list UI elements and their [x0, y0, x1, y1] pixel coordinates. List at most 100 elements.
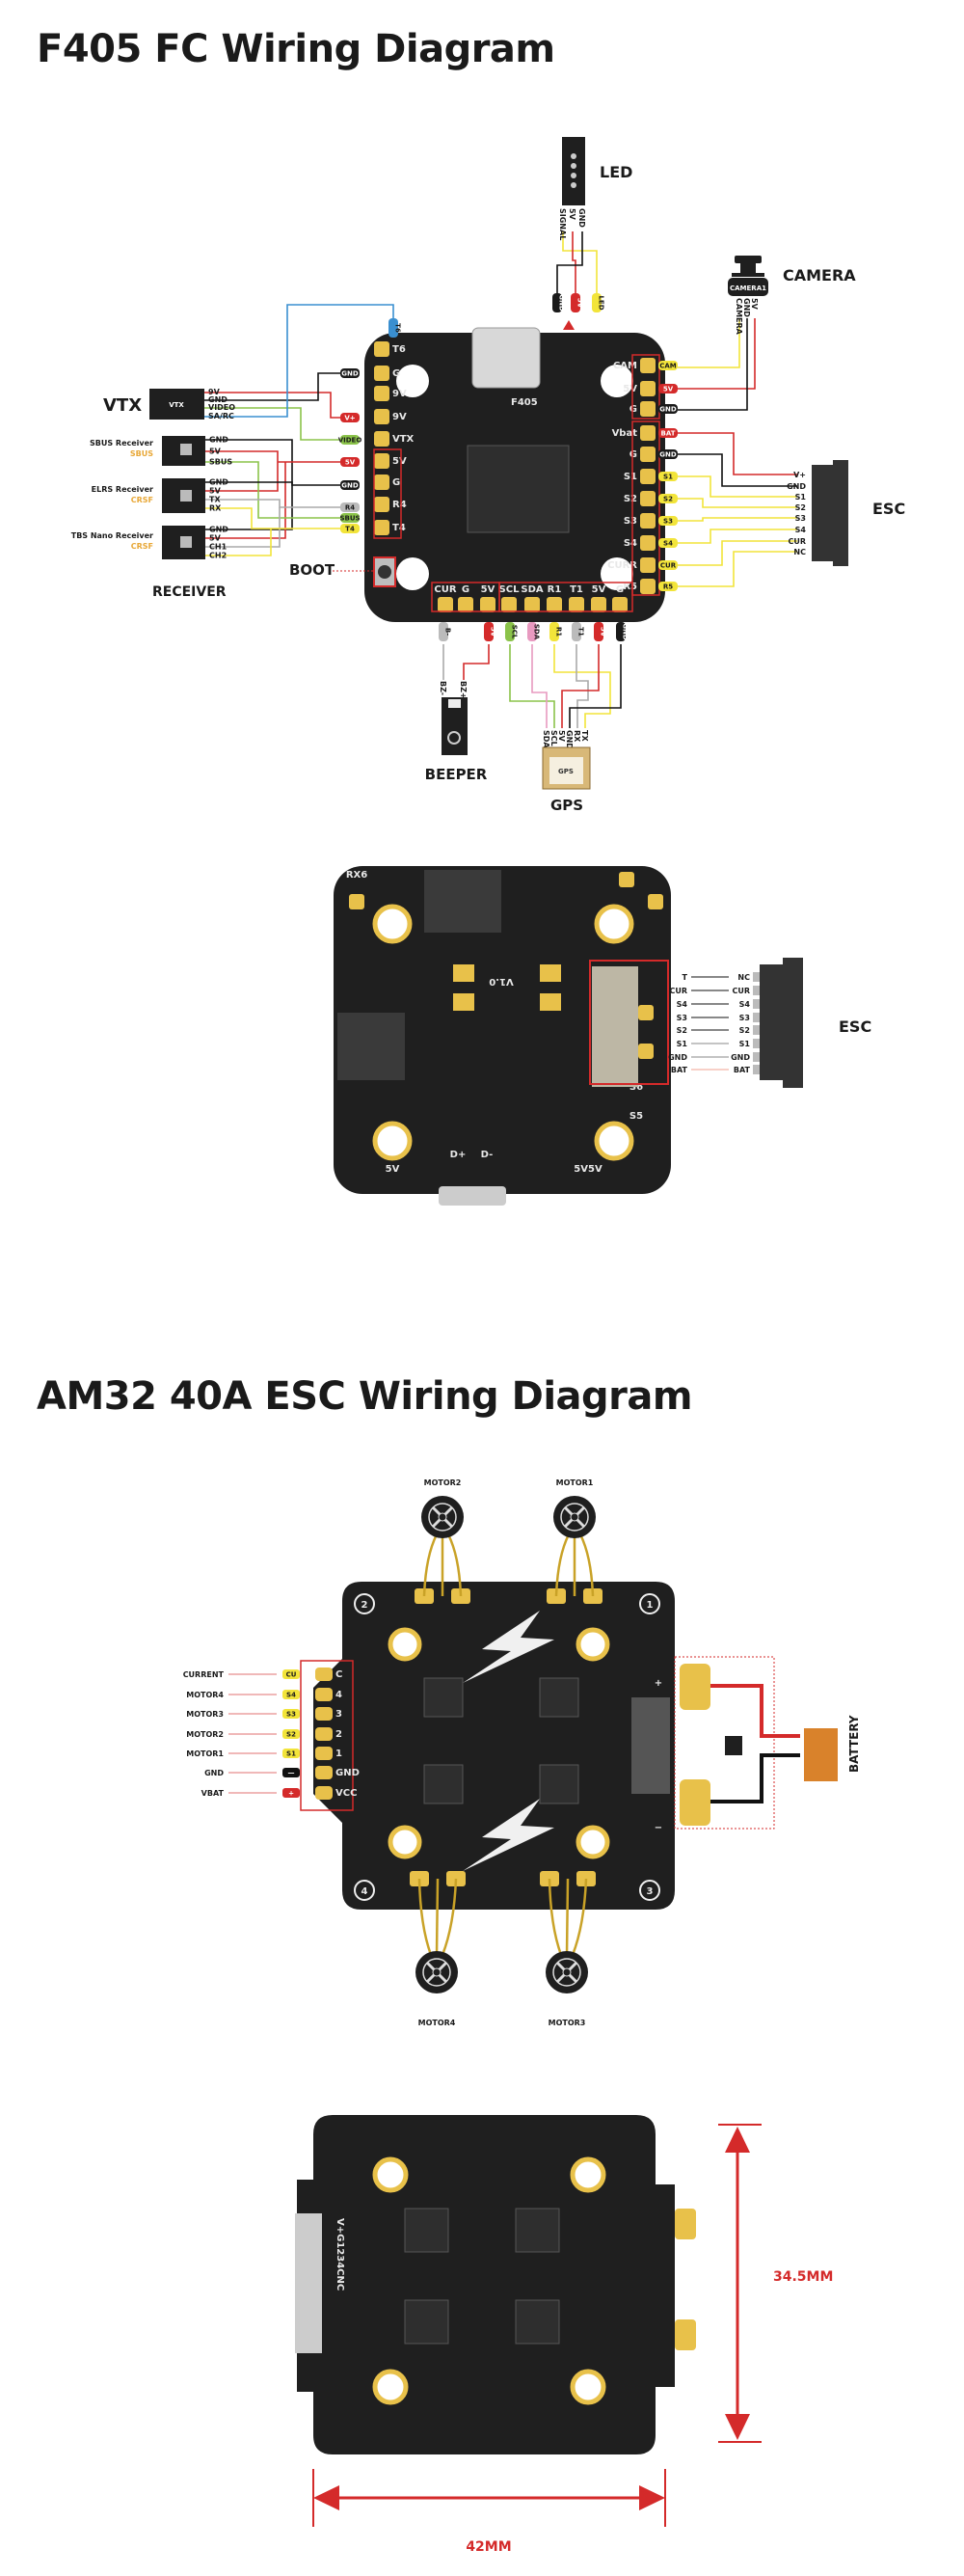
solder-pad: [648, 894, 663, 909]
esc-title: AM32 40A ESC Wiring Diagram: [37, 1374, 693, 1419]
fc-title: F405 FC Wiring Diagram: [37, 27, 555, 71]
receiver-pin-label: 5V: [209, 447, 222, 456]
camera-label: CAMERA: [783, 266, 856, 285]
solder-pad: [438, 597, 453, 612]
esc-pin-label: S4: [795, 526, 807, 534]
boot-button-cap: [378, 565, 391, 579]
gps-pin-label: RX: [573, 730, 581, 743]
mcu-chip: [467, 445, 570, 533]
wire-tag: [505, 622, 515, 641]
signal-pad: [315, 1766, 333, 1779]
receiver-label: RECEIVER: [152, 584, 227, 600]
fc-board-label: F405: [511, 397, 538, 408]
signal-tag-label: +: [288, 1790, 294, 1798]
wire-tag-label: CUR: [660, 562, 677, 570]
signal-pad: [315, 1707, 333, 1721]
motor-wire: [565, 1878, 570, 1956]
motor-label: MOTOR1: [556, 1478, 594, 1487]
beeper-label: BEEPER: [425, 766, 488, 783]
corner-number: 4: [362, 1886, 368, 1897]
wire-tag: [340, 368, 360, 378]
wire-tag-label: S1: [663, 474, 673, 481]
wire-tag: [592, 293, 602, 312]
pad-label: S4: [624, 538, 637, 549]
esc-bottom-label: ESC: [839, 1017, 871, 1036]
vtx-module: [149, 389, 204, 420]
wire-tag-label: B-: [444, 628, 452, 636]
wire-tag-label: CAM: [659, 363, 677, 370]
solder-pad: [640, 425, 656, 441]
receiver-protocol: CRSF: [131, 542, 153, 551]
wire-tag: [594, 622, 603, 641]
wire-tag-label: 5V: [576, 298, 584, 309]
receiver-pin-label: 5V: [209, 534, 222, 543]
esc-pin-label-left: S1: [677, 1040, 688, 1048]
receiver-pin-label: TX: [209, 496, 221, 504]
wire-tag: [527, 622, 537, 641]
receiver-protocol: CRSF: [131, 496, 153, 504]
wire-tag: [572, 622, 581, 641]
receiver-name: TBS Nano Receiver: [71, 531, 153, 540]
pad-label: D-: [481, 1150, 494, 1160]
solder-pad: [480, 597, 495, 612]
receiver-pin-label: RX: [209, 504, 222, 513]
connector-pin: [753, 999, 761, 1009]
width-dimension-label: 42MM: [466, 2539, 511, 2555]
pad-label: D+: [450, 1150, 467, 1160]
vtx-pin-label: 9V: [208, 388, 221, 396]
solder-pad: [374, 475, 389, 490]
motor-wire: [554, 1533, 571, 1597]
corner-number-circle: [354, 1880, 375, 1901]
solder-pad: [640, 469, 656, 484]
pad-label: SDA: [521, 584, 544, 595]
signal-name: MOTOR1: [186, 1749, 224, 1758]
vtx-body-label: VTX: [169, 401, 184, 409]
esc-bottom-diagram: V+G1234CNC 34.5MM 42MM: [295, 2115, 833, 2555]
battery-connector: [804, 1728, 838, 1781]
signal-name: MOTOR2: [186, 1730, 224, 1739]
wire-tag: [439, 622, 448, 641]
wire-tag: [658, 472, 678, 481]
wire-tag: [549, 622, 559, 641]
signal-tag: [282, 1788, 300, 1798]
camera-pin-label: CAMERA: [735, 298, 743, 336]
wire-tag: [571, 293, 580, 312]
receiver-pin-label: GND: [209, 526, 228, 534]
gps-pin-label: TX: [580, 730, 589, 742]
wire-tag-label: S2: [663, 496, 673, 503]
solder-pad: [374, 409, 389, 424]
usb-c-port[interactable]: [471, 327, 541, 389]
esc-pin-label-left: CUR: [669, 987, 687, 995]
connector-pin: [753, 1065, 761, 1074]
esc-pin-label-right: NC: [737, 973, 750, 982]
wire-tag-label: R1: [555, 627, 563, 637]
signal-pad: [315, 1668, 333, 1681]
motor-wire: [422, 1533, 439, 1597]
pad-label: CUR: [434, 584, 456, 595]
motor-wire: [571, 1878, 588, 1956]
wire-tag-label: GND: [341, 482, 359, 490]
receiver-pin-label: GND: [209, 478, 228, 487]
receiver-pin-label: CH2: [209, 552, 227, 560]
esc-pin-label: S1: [795, 493, 807, 502]
pad-label: S1: [624, 472, 637, 482]
solder-pad: [374, 431, 389, 447]
esc-connector: [812, 465, 837, 561]
camera-pin-label: GND: [742, 298, 751, 317]
solder-pad: [374, 520, 389, 535]
solder-pad: [619, 872, 634, 887]
wire-tag: [658, 449, 678, 459]
signal-pad: [315, 1747, 333, 1760]
motor-wire: [417, 1878, 433, 1956]
esc-pin-label-right: S3: [739, 1014, 750, 1022]
pad-label: S5: [629, 1111, 643, 1122]
wire-tag-label: 5V: [600, 627, 607, 637]
solder-pad: [569, 597, 584, 612]
solder-pad: [640, 401, 656, 417]
solder-pad: [638, 1005, 654, 1020]
wire-tag-label: 5V: [663, 386, 674, 393]
wire-tag: [658, 361, 678, 370]
wire-tag-label: GND: [659, 451, 677, 459]
esc-pin-label-right: GND: [731, 1053, 750, 1062]
